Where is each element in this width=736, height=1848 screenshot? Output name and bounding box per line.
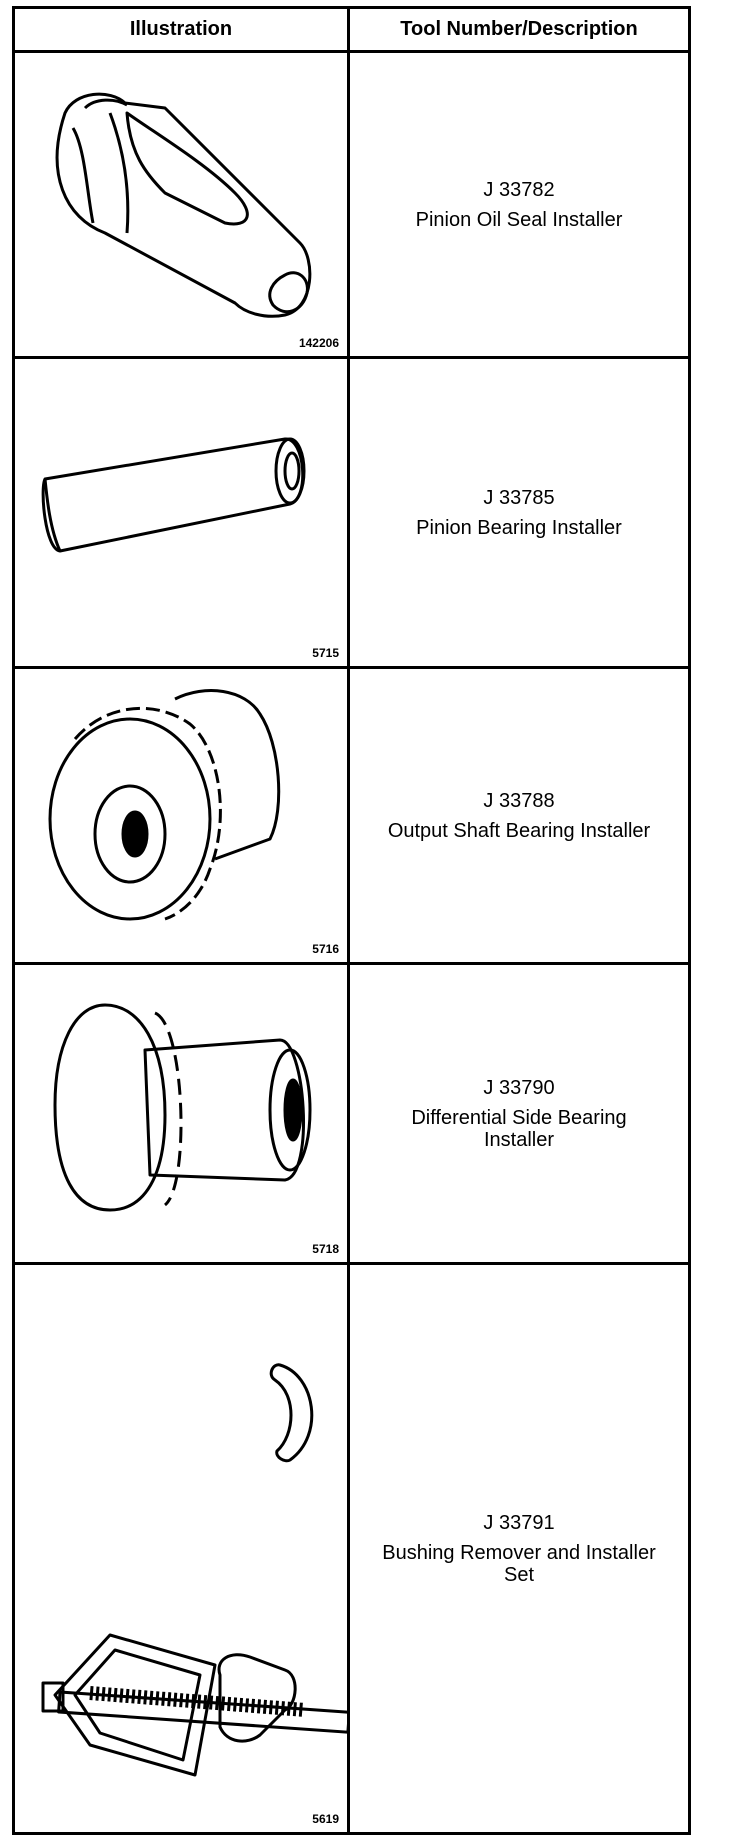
tool-name: Differential Side Bearing Installer: [411, 1106, 627, 1151]
tool-number: J 33788: [483, 789, 555, 812]
illustration-cell: 5619: [15, 1265, 350, 1832]
tool-number: J 33785: [483, 486, 555, 509]
illustration-cell: 5716: [15, 669, 350, 962]
bearing-installer-tube-icon: [41, 437, 306, 553]
tool-description-cell: J 33791 Bushing Remover and Installer Se…: [350, 1265, 688, 1832]
figure-number: 5715: [312, 646, 339, 660]
tool-name: Pinion Oil Seal Installer: [415, 208, 623, 231]
illustration-cell: 5718: [15, 965, 350, 1262]
tool-name: Output Shaft Bearing Installer: [387, 819, 651, 842]
tool-description-cell: J 33782 Pinion Oil Seal Installer: [350, 53, 688, 356]
bushing-remover-set-icon: [41, 1363, 347, 1777]
table-row: 142206 J 33782 Pinion Oil Seal Installer: [15, 53, 688, 359]
tool-name: Bushing Remover and Installer Set: [382, 1541, 656, 1586]
output-shaft-installer-icon: [48, 689, 281, 921]
tool-description-cell: J 33790 Differential Side Bearing Instal…: [350, 965, 688, 1262]
tool-number: J 33791: [483, 1511, 555, 1534]
illustration-cell: 142206: [15, 53, 350, 356]
figure-number: 142206: [298, 336, 339, 350]
tool-description-cell: J 33788 Output Shaft Bearing Installer: [350, 669, 688, 962]
table-row: 5716 J 33788 Output Shaft Bearing Instal…: [15, 669, 688, 965]
figure-number: 5619: [312, 1812, 339, 1826]
tool-number: J 33790: [483, 1076, 555, 1099]
figure-number: 5718: [312, 1242, 339, 1256]
tool-number: J 33782: [483, 178, 555, 201]
table-row: 5619 J 33791 Bushing Remover and Install…: [15, 1265, 688, 1832]
tool-name: Pinion Bearing Installer: [416, 516, 622, 539]
header-tool-description: Tool Number/Description: [400, 18, 638, 40]
header-illustration: Illustration: [15, 9, 350, 50]
illustration-cell: 5715: [15, 359, 350, 666]
table-row: 5718 J 33790 Differential Side Bearing I…: [15, 965, 688, 1265]
table-row: 5715 J 33785 Pinion Bearing Installer: [15, 359, 688, 669]
table-header: Illustration Tool Number/Description: [15, 9, 688, 53]
tool-description-cell: J 33785 Pinion Bearing Installer: [350, 359, 688, 666]
side-bearing-installer-icon: [53, 1003, 312, 1212]
seal-installer-icon: [55, 92, 312, 318]
figure-number: 5716: [312, 942, 339, 956]
tool-table: Illustration Tool Number/Description 142…: [12, 6, 691, 1835]
